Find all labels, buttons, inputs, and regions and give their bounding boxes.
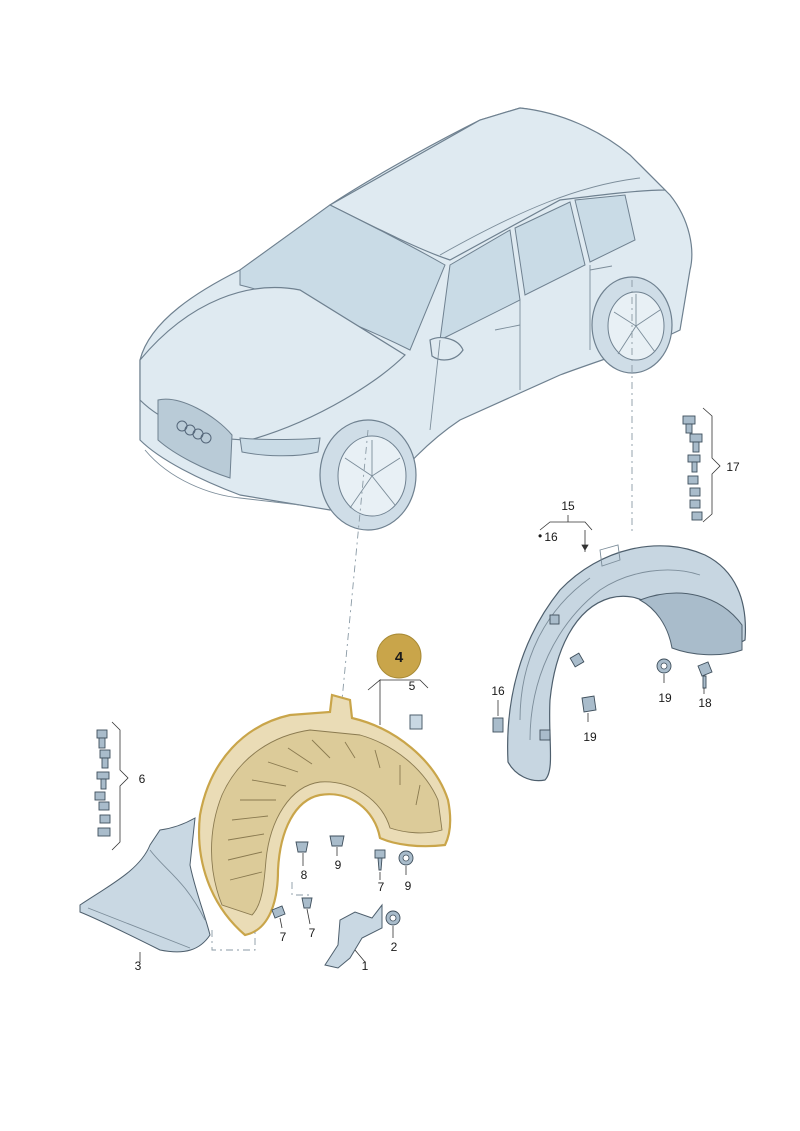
label-4: 4	[395, 649, 404, 666]
label-7c: 7	[378, 880, 385, 894]
part-17-fastener-set	[682, 415, 703, 521]
rear-rim-spokes	[613, 294, 661, 355]
label-6: 6	[139, 772, 146, 786]
dash-3	[211, 930, 256, 951]
label-7a: 7	[280, 930, 287, 944]
bracket-17	[702, 407, 721, 523]
label-19a: 19	[658, 691, 672, 705]
label-1: 1	[362, 959, 369, 973]
part-2-nut	[385, 910, 401, 926]
part-4-badge: 4	[376, 633, 422, 679]
front-wheelhouse-liner-highlighted	[198, 693, 452, 937]
part-19-nut-a	[581, 695, 597, 713]
label-16a: 16	[544, 530, 558, 544]
dot-16: •	[538, 529, 542, 543]
leader-4-5	[367, 679, 429, 725]
label-15: 15	[561, 499, 575, 513]
label-19b: 19	[583, 730, 597, 744]
part-9-clip-a	[329, 835, 345, 847]
label-16b: 16	[491, 684, 505, 698]
label-9a: 9	[335, 858, 342, 872]
label-3: 3	[135, 959, 142, 973]
rear-wheelhouse-liner	[507, 544, 747, 782]
part-6-fastener-set	[94, 729, 111, 837]
part-7-screw-center	[374, 849, 386, 871]
part-19-nut-b	[656, 658, 672, 674]
label-17: 17	[726, 460, 740, 474]
label-8: 8	[301, 868, 308, 882]
vehicle-illustration	[139, 107, 693, 531]
part-16-clip	[492, 717, 504, 733]
part-8-clip	[295, 841, 309, 853]
label-9b: 9	[405, 879, 412, 893]
label-7b: 7	[309, 926, 316, 940]
front-liner-dashline	[341, 429, 369, 701]
label-2: 2	[391, 940, 398, 954]
part-18-screw	[697, 661, 713, 689]
part-9-nut-b	[398, 850, 414, 866]
front-rim-spokes	[344, 440, 401, 509]
liner-ribs	[227, 739, 421, 881]
grille-rings	[176, 420, 212, 444]
part-3-cover	[79, 817, 211, 953]
part-7-screw-left	[271, 897, 313, 919]
bracket-6	[111, 721, 129, 851]
part-1-bracket	[324, 903, 383, 969]
label-5: 5	[409, 679, 416, 693]
label-18: 18	[698, 696, 712, 710]
